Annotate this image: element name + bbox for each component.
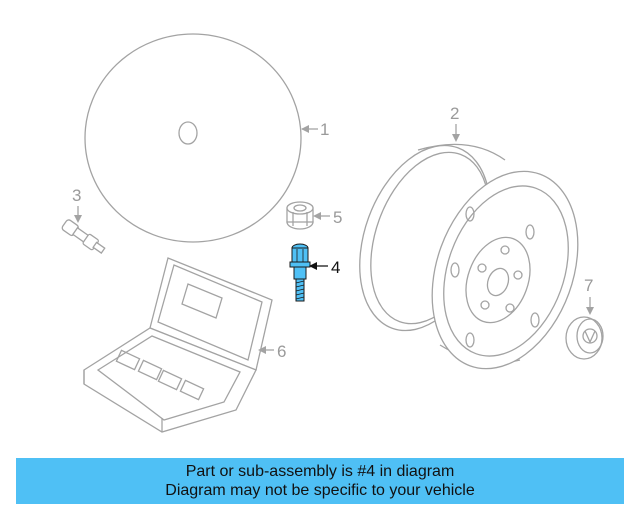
svg-text:4: 4 xyxy=(331,258,340,277)
parts-diagram: 1 3 5 xyxy=(61,33,604,433)
part-3-valve-stem[interactable] xyxy=(61,219,106,256)
callout-3: 3 xyxy=(72,186,82,223)
part-1-wheel-cover[interactable] xyxy=(84,33,302,243)
part-5-lock-nut[interactable] xyxy=(286,201,314,230)
svg-text:6: 6 xyxy=(277,342,286,361)
part-7-center-cap[interactable] xyxy=(565,316,604,360)
part-2-steel-wheel[interactable] xyxy=(336,127,604,389)
callout-6: 6 xyxy=(258,342,286,361)
svg-text:3: 3 xyxy=(72,186,81,205)
banner-line-1: Part or sub-assembly is #4 in diagram xyxy=(185,463,455,480)
info-banner: Part or sub-assembly is #4 in diagram Di… xyxy=(16,458,624,504)
callout-5: 5 xyxy=(313,208,342,227)
callout-1: 1 xyxy=(301,120,329,139)
svg-text:7: 7 xyxy=(584,276,593,295)
callout-4: 4 xyxy=(309,258,340,277)
callout-2: 2 xyxy=(450,104,460,142)
svg-text:2: 2 xyxy=(450,104,459,123)
part-6-bolt-case[interactable] xyxy=(83,257,273,433)
svg-text:1: 1 xyxy=(320,120,329,139)
part-4-wheel-bolt[interactable] xyxy=(289,243,311,302)
svg-text:5: 5 xyxy=(333,208,342,227)
banner-line-2: Diagram may not be specific to your vehi… xyxy=(165,482,475,499)
callout-7: 7 xyxy=(584,276,594,315)
